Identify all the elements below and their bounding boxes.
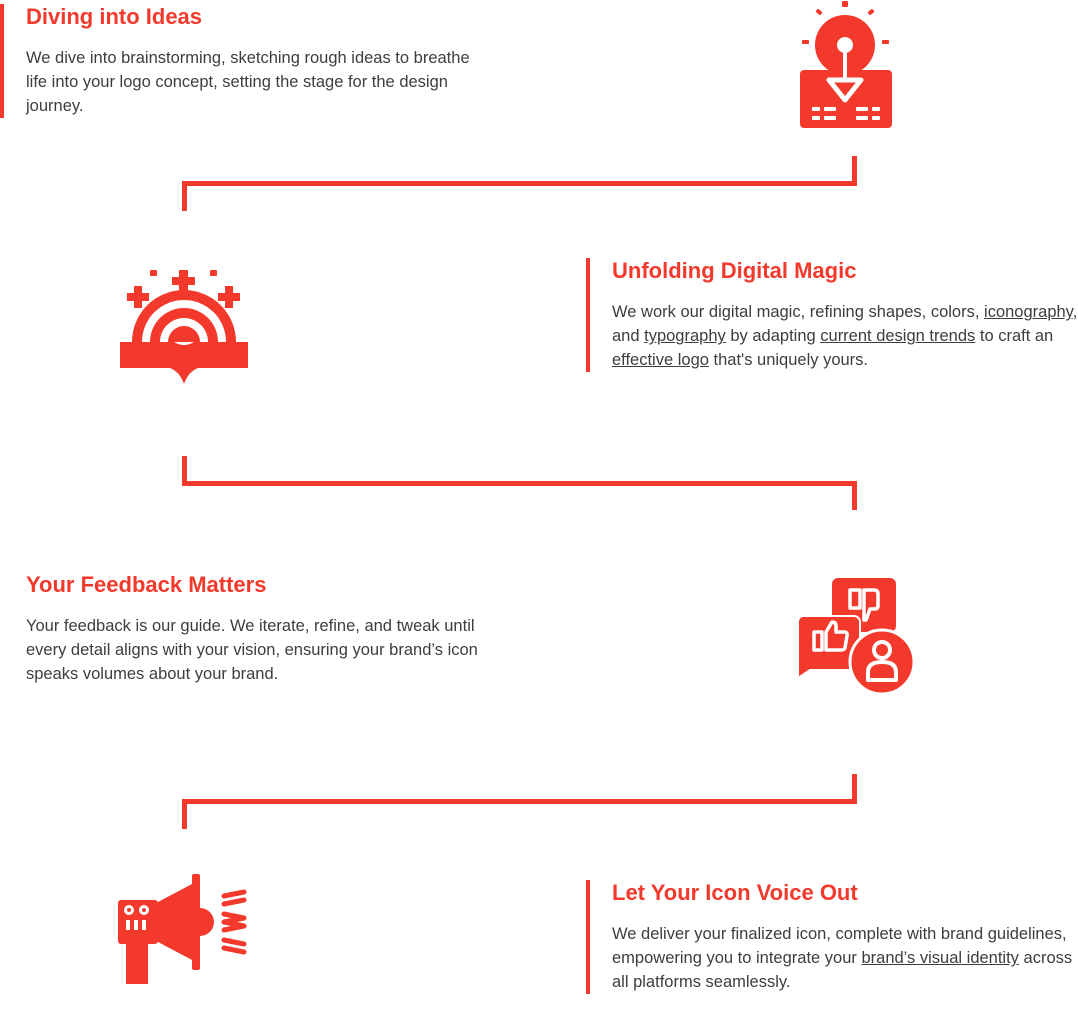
link-iconography[interactable]: iconography bbox=[984, 303, 1073, 322]
link-brands-visual-identity[interactable]: brand’s visual identity bbox=[861, 949, 1019, 968]
lightbulb-icon bbox=[800, 1, 892, 128]
connector-line bbox=[852, 774, 857, 804]
connector-line bbox=[182, 799, 857, 804]
step-your-feedback-matters: Your Feedback Matters Your feedback is o… bbox=[26, 572, 496, 686]
connector-line bbox=[182, 481, 857, 486]
connector-line bbox=[182, 799, 187, 829]
step-title: Unfolding Digital Magic bbox=[612, 258, 857, 283]
link-effective-logo[interactable]: effective logo bbox=[612, 351, 709, 370]
connector-line bbox=[182, 181, 187, 211]
step-let-your-icon-voice-out: Let Your Icon Voice Out We deliver your … bbox=[586, 880, 1078, 994]
megaphone-icon bbox=[118, 874, 247, 984]
step-text: We dive into brainstorming, sketching ro… bbox=[26, 49, 470, 116]
step-text: We deliver your finalized icon, complete… bbox=[612, 925, 1073, 992]
step-title: Diving into Ideas bbox=[26, 4, 203, 29]
connector-line bbox=[852, 481, 857, 510]
link-current-design-trends[interactable]: current design trends bbox=[820, 327, 976, 346]
feedback-thumbs-icon bbox=[797, 578, 916, 696]
step-diving-into-ideas: Diving into Ideas We dive into brainstor… bbox=[0, 4, 470, 118]
step-unfolding-digital-magic: Unfolding Digital Magic We work our digi… bbox=[586, 258, 1078, 372]
book-rainbow-icon bbox=[120, 270, 248, 384]
step-text: Your feedback is our guide. We iterate, … bbox=[26, 617, 478, 684]
step-text: We work our digital magic, refining shap… bbox=[612, 303, 1078, 370]
connector-line bbox=[182, 456, 187, 486]
connector-line bbox=[852, 156, 857, 186]
link-typography[interactable]: typography bbox=[644, 327, 726, 346]
step-title: Let Your Icon Voice Out bbox=[612, 880, 858, 905]
step-title: Your Feedback Matters bbox=[26, 572, 267, 597]
connector-line bbox=[182, 181, 857, 186]
